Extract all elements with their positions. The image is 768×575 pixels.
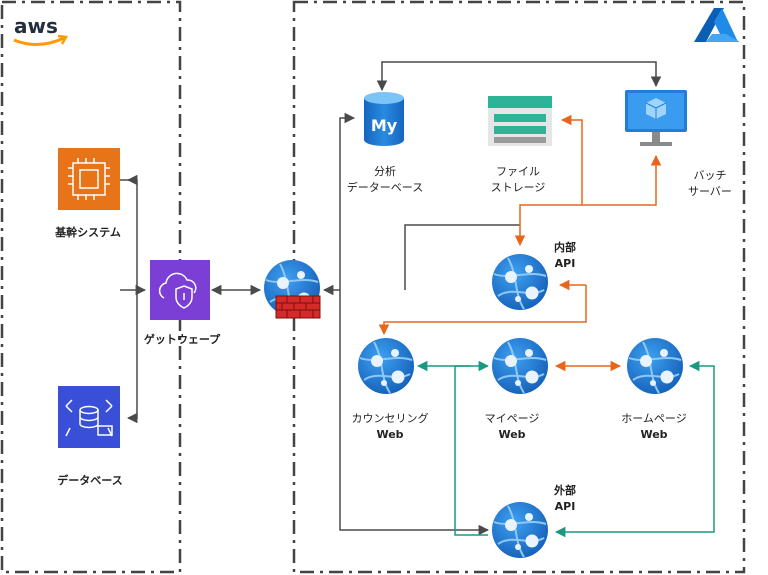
mypage-web-label-line2: Web (498, 428, 525, 441)
azure-boundary (292, 0, 746, 574)
external-api-label-line1: 外部 (553, 483, 576, 497)
cloud-shield-icon (158, 272, 197, 309)
aws-logo: aws (13, 14, 69, 46)
internal-api-node[interactable]: 内部 API (491, 240, 576, 311)
edge-core-gateway (120, 179, 138, 291)
mysql-database-icon: My (364, 92, 404, 146)
file-storage-node[interactable]: ファイル ストレージ (488, 96, 552, 194)
counseling-web-label-line2: Web (376, 428, 403, 441)
home-web-node[interactable]: ホームページ Web (621, 337, 687, 441)
batch-server-node[interactable]: バッチ サーバー (625, 90, 732, 198)
mysql-icon-text: My (371, 116, 398, 135)
aws-boundary (0, 0, 182, 574)
internal-api-label-line1: 内部 (554, 240, 576, 254)
batch-server-label-line1: バッチ (694, 169, 727, 182)
edge-internal-webs (378, 285, 587, 336)
mypage-web-node[interactable]: マイページ Web (485, 337, 549, 441)
external-api-label-line2: API (555, 500, 576, 513)
firewall-node[interactable] (263, 259, 321, 319)
counseling-web-node[interactable]: カウンセリング Web (352, 337, 429, 441)
core-system-label: 基幹システム (54, 225, 121, 239)
home-web-label-line1: ホームページ (621, 412, 686, 425)
analytics-db-node[interactable]: My 分析 データーベース (347, 92, 423, 194)
home-web-label-line2: Web (640, 428, 667, 441)
virtual-machine-icon (625, 90, 687, 146)
mypage-web-label-line1: マイページ (485, 412, 540, 425)
storage-account-icon (488, 96, 552, 146)
batch-server-label-line2: サーバー (688, 185, 732, 198)
gateway-label: ゲットウェープ (144, 332, 221, 346)
firewall-icon (275, 295, 321, 319)
edge-analytics-batch (376, 61, 662, 92)
internal-api-label-line2: API (555, 257, 576, 270)
ec2-chip-icon (68, 158, 110, 200)
azure-a-icon (694, 8, 740, 42)
database-label: データベース (57, 473, 122, 487)
gray-connectors (120, 61, 662, 536)
gateway-node[interactable]: ゲットウェープ (144, 260, 221, 346)
edge-gateway-db (126, 290, 138, 424)
file-storage-label-line1: ファイル (496, 165, 540, 178)
edge-internal-to-firewall (404, 224, 520, 290)
core-system-node[interactable]: 基幹システム (54, 148, 121, 239)
edge-batch-storage-internal (560, 114, 657, 206)
external-api-node[interactable]: 外部 API (491, 483, 576, 559)
file-storage-label-line2: ストレージ (491, 181, 546, 194)
analytics-db-label-line1: 分析 (374, 164, 396, 178)
edge-webs-externalapi (454, 366, 488, 536)
analytics-db-label-line2: データーベース (347, 180, 423, 194)
edge-firewall-externalapi (339, 290, 490, 536)
edge-firewall-analytics (339, 112, 356, 290)
counseling-web-label-line1: カウンセリング (352, 411, 429, 425)
teal-connectors (416, 360, 715, 538)
edge-home-externalapi (554, 360, 715, 538)
aws-database-icon (65, 399, 113, 437)
orange-connectors (378, 114, 662, 372)
aws-logo-text: aws (14, 14, 58, 38)
database-node[interactable]: データベース (57, 386, 123, 487)
